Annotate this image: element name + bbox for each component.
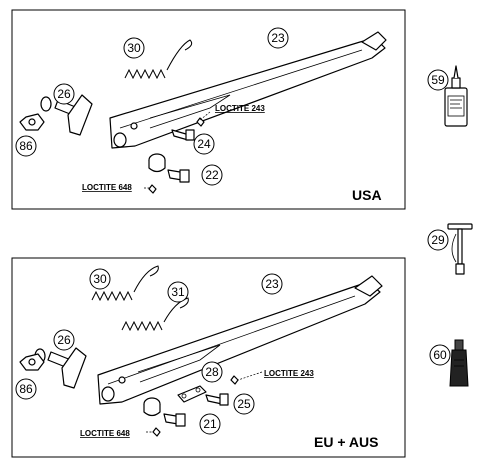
callout-eu-21: 21 bbox=[199, 413, 221, 435]
spring-31-eu bbox=[121, 297, 189, 332]
svg-text:28: 28 bbox=[205, 365, 219, 379]
callout-eu-86: 86 bbox=[15, 378, 37, 400]
panel-usa: 30 23 26 86 24 22 LOCTITE 243 LOCTITE 64… bbox=[11, 9, 406, 210]
callout-eu-23: 23 bbox=[261, 273, 283, 295]
pivot-bolt-usa bbox=[40, 94, 93, 136]
loctite-243-usa: LOCTITE 243 bbox=[215, 104, 265, 113]
svg-text:30: 30 bbox=[127, 41, 141, 55]
loctite-drop-eu-b bbox=[152, 427, 161, 437]
screw-22-usa bbox=[167, 169, 190, 183]
screw-21-eu bbox=[163, 413, 186, 427]
svg-text:30: 30 bbox=[93, 272, 107, 286]
loctite-648-eu: LOCTITE 648 bbox=[80, 429, 130, 438]
side-stand-usa bbox=[109, 31, 387, 149]
svg-text:29: 29 bbox=[431, 233, 445, 247]
callout-eu-25: 25 bbox=[233, 393, 255, 415]
svg-text:24: 24 bbox=[197, 137, 211, 151]
plate-28-eu bbox=[177, 385, 207, 403]
svg-text:23: 23 bbox=[265, 277, 279, 291]
svg-text:86: 86 bbox=[19, 382, 33, 396]
region-label-usa: USA bbox=[352, 187, 382, 203]
svg-text:26: 26 bbox=[57, 333, 71, 347]
side-stand-eu bbox=[97, 275, 383, 405]
spring-usa bbox=[124, 39, 193, 80]
svg-text:25: 25 bbox=[237, 397, 251, 411]
region-label-eu: EU + AUS bbox=[314, 434, 378, 450]
callout-usa-30: 30 bbox=[123, 37, 145, 59]
svg-text:26: 26 bbox=[57, 87, 71, 101]
callout-usa-26: 26 bbox=[53, 83, 75, 105]
callout-eu-31: 31 bbox=[167, 281, 189, 303]
panel-eu: 30 31 23 26 86 28 25 21 LOCTI bbox=[11, 257, 406, 458]
loctite-drop-usa-b bbox=[148, 184, 157, 194]
spring-30-eu bbox=[91, 265, 159, 302]
svg-text:31: 31 bbox=[171, 285, 185, 299]
svg-text:60: 60 bbox=[433, 348, 447, 362]
callout-59: 59 bbox=[427, 69, 449, 91]
loctite-648-usa: LOCTITE 648 bbox=[82, 183, 132, 192]
callout-60: 60 bbox=[429, 344, 451, 366]
callout-usa-24: 24 bbox=[193, 133, 215, 155]
part-60-small-bottle bbox=[449, 339, 469, 387]
callout-usa-23: 23 bbox=[267, 27, 289, 49]
loctite-drop-eu-a bbox=[230, 375, 239, 385]
part-29-tool bbox=[447, 223, 473, 275]
part-59-loctite-bottle bbox=[444, 65, 468, 127]
callout-eu-28: 28 bbox=[201, 361, 223, 383]
callout-usa-86: 86 bbox=[15, 135, 37, 157]
svg-text:23: 23 bbox=[271, 31, 285, 45]
bushing-eu bbox=[143, 397, 161, 417]
nut-usa bbox=[19, 113, 45, 131]
callout-eu-26: 26 bbox=[53, 329, 75, 351]
callout-eu-30: 30 bbox=[89, 268, 111, 290]
svg-text:59: 59 bbox=[431, 73, 445, 87]
svg-text:21: 21 bbox=[203, 417, 217, 431]
svg-text:86: 86 bbox=[19, 139, 33, 153]
screw-24-usa bbox=[171, 129, 195, 141]
svg-text:22: 22 bbox=[205, 168, 219, 182]
screw-25-eu bbox=[205, 393, 229, 406]
loctite-243-eu: LOCTITE 243 bbox=[264, 369, 314, 378]
callout-usa-22: 22 bbox=[201, 164, 223, 186]
bushing-usa bbox=[148, 153, 166, 173]
nut-eu bbox=[19, 353, 45, 371]
loctite-drop-usa-a bbox=[196, 117, 205, 127]
callout-29: 29 bbox=[427, 229, 449, 251]
